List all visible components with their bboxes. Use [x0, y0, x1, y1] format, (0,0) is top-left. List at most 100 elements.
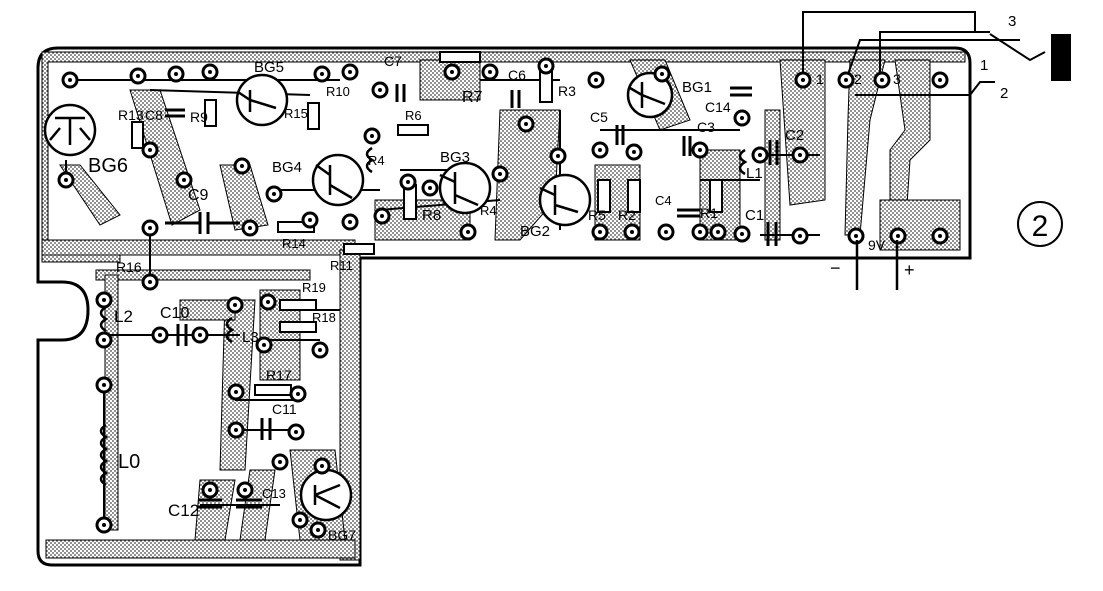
solder-pad-hole	[428, 186, 432, 190]
label-r18: R18	[312, 310, 336, 325]
capacitor-c9	[165, 212, 240, 234]
solder-pad-hole	[234, 428, 238, 432]
resistor-r11	[343, 243, 375, 255]
label-r10: R10	[326, 84, 350, 99]
solder-pad-hole	[208, 70, 212, 74]
resistor-r17	[254, 384, 292, 396]
solder-pad-hole	[698, 148, 702, 152]
label-r3: R3	[558, 83, 576, 99]
solder-pad-hole	[234, 390, 238, 394]
label-c4: C4	[655, 193, 672, 208]
label-l2: L2	[114, 307, 133, 326]
label-l3: L3	[242, 329, 259, 346]
solder-pad-hole	[740, 116, 744, 120]
capacitor-c5	[615, 125, 625, 145]
switch-label-2: 2	[1000, 85, 1008, 102]
solder-pad-hole	[278, 460, 282, 464]
resistor-r6	[397, 124, 429, 136]
label-c11: C11	[272, 401, 297, 417]
solder-pad-hole	[296, 392, 300, 396]
resistors	[131, 51, 723, 396]
component-labels: BG6 BG5 BG4 BG3 BG2 BG1 BG7 R13 C8 R9 R1…	[88, 13, 1016, 543]
label-c9: C9	[188, 187, 209, 204]
solder-pad-hole	[798, 234, 802, 238]
inductor-l3	[225, 316, 235, 344]
solder-pad-hole	[598, 148, 602, 152]
solder-pad-hole	[243, 488, 247, 492]
figure-number-badge: 2	[1017, 201, 1063, 247]
capacitor-c10	[176, 324, 188, 346]
capacitor-c1	[766, 222, 778, 246]
label-bg7: BG7	[328, 527, 356, 543]
solder-pad-hole	[262, 343, 266, 347]
label-bg6: BG6	[88, 155, 128, 177]
transistor-symbols	[49, 82, 666, 510]
pad-label-3: 3	[893, 71, 901, 87]
transistor-bg4	[311, 153, 365, 207]
label-r13: R13	[118, 107, 144, 123]
label-r6: R6	[405, 108, 422, 123]
label-bg3: BG3	[440, 149, 470, 166]
label-c7: C7	[384, 53, 402, 69]
label-r11: R11	[330, 258, 353, 273]
solder-pad-hole	[182, 178, 186, 182]
solder-pad-hole	[320, 464, 324, 468]
solder-pad-hole	[594, 78, 598, 82]
solder-pad-hole	[380, 214, 384, 218]
battery-leads	[855, 240, 899, 290]
solder-pad-hole	[68, 78, 72, 82]
resistor-r9	[204, 99, 217, 127]
label-c1: C1	[745, 207, 764, 224]
solder-pad-hole	[148, 148, 152, 152]
solder-pad-hole	[294, 430, 298, 434]
label-r4b: R4	[480, 203, 497, 218]
resistor-r19	[279, 299, 317, 311]
resistor-r13	[131, 121, 144, 149]
solder-pad-hole	[938, 234, 942, 238]
figure-number: 2	[1032, 210, 1049, 243]
transistor-bg2	[538, 173, 592, 227]
label-c2: C2	[785, 127, 804, 144]
label-r8: R8	[422, 207, 441, 224]
label-r2: R2	[618, 207, 636, 223]
capacitor-c7	[395, 84, 406, 102]
inductor-l1	[738, 148, 748, 176]
label-c14: C14	[705, 99, 731, 115]
solder-pad-hole	[630, 230, 634, 234]
pad-label-1: 1	[816, 71, 824, 87]
solder-pad-hole	[660, 72, 664, 76]
solder-pad-hole	[102, 383, 106, 387]
solder-pad-hole	[233, 303, 237, 307]
label-r15: R15	[284, 106, 308, 121]
solder-pad-hole	[174, 72, 178, 76]
solder-pad-hole	[266, 300, 270, 304]
label-r9: R9	[190, 109, 208, 125]
solder-pad-hole	[450, 70, 454, 74]
label-bg1: BG1	[682, 79, 712, 96]
label-c13: C13	[262, 486, 286, 501]
capacitor-c6	[510, 90, 521, 108]
solder-pad-hole	[378, 88, 382, 92]
solder-pad-hole	[136, 74, 140, 78]
label-l1: L1	[746, 165, 763, 182]
label-c12: C12	[168, 501, 199, 520]
solder-pad-hole	[102, 298, 106, 302]
capacitor-c4	[677, 208, 700, 218]
solder-pad-hole	[102, 338, 106, 342]
solder-pad-hole	[880, 78, 884, 82]
transistor-bg1	[626, 71, 674, 119]
solder-pad-hole	[320, 72, 324, 76]
solder-pad-hole	[544, 64, 548, 68]
label-c6: C6	[508, 67, 526, 83]
solder-pad-hole	[488, 70, 492, 74]
solder-pad-hole	[556, 154, 560, 158]
transistor-bg3	[438, 161, 492, 215]
label-r7: R7	[462, 89, 483, 106]
label-r17: R17	[266, 367, 292, 383]
solder-pad-hole	[698, 230, 702, 234]
label-r5: R5	[588, 207, 606, 223]
label-c5: C5	[590, 109, 608, 125]
solder-pad-hole	[896, 234, 900, 238]
solder-pad-hole	[938, 78, 942, 82]
resistor-r2	[627, 179, 641, 213]
